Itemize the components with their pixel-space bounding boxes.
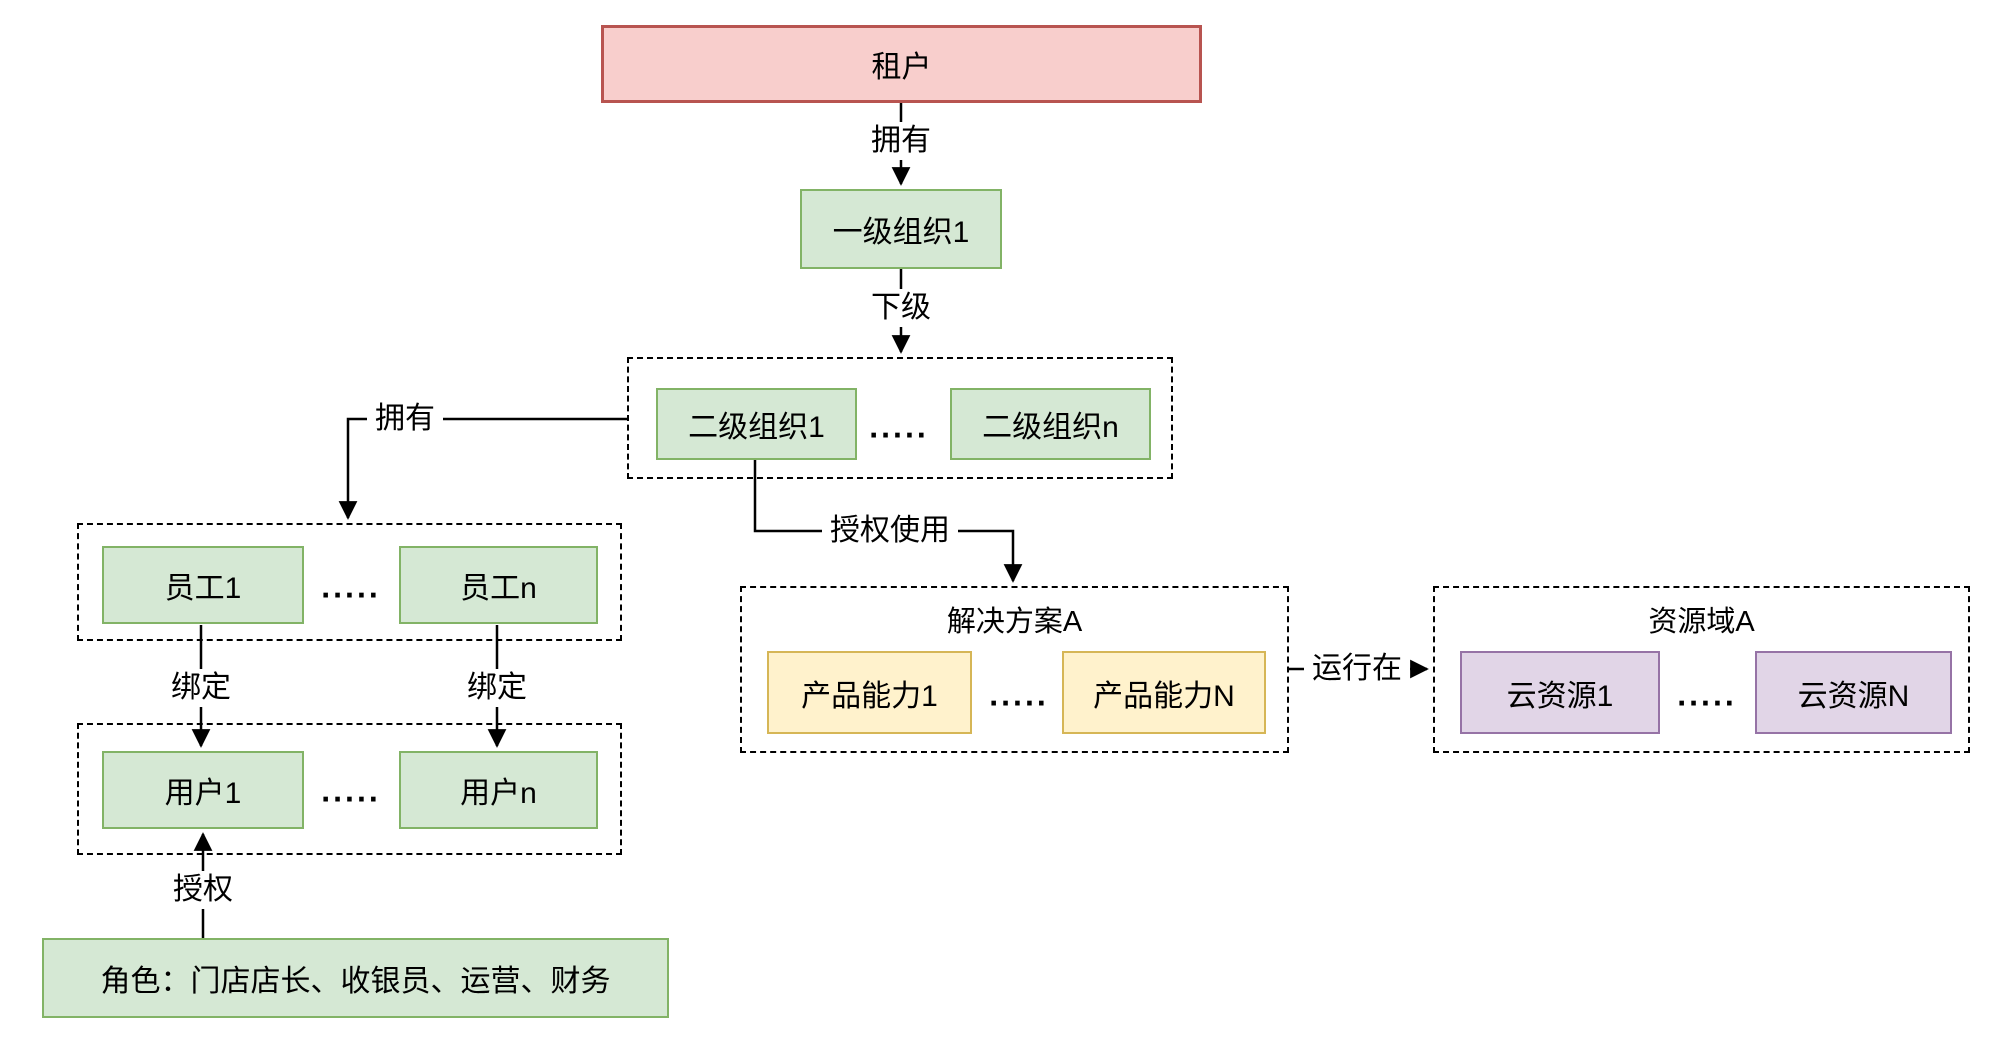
level2-orgs-ellipsis: ..... [869,408,929,445]
edge-label-subordinate: 下级 [863,289,939,327]
users-group: 用户1 ..... 用户n [77,723,622,855]
level2-orgs-group: 二级组织1 ..... 二级组织n [627,357,1173,479]
solution-group: 解决方案A 产品能力1 ..... 产品能力N [740,586,1289,753]
resource-domain-group: 资源域A 云资源1 ..... 云资源N [1433,586,1970,753]
level1-org-node: 一级组织1 [800,189,1002,269]
users-ellipsis: ..... [321,772,381,809]
resource-domain-title: 资源域A [1648,606,1755,638]
employees-ellipsis: ..... [321,568,381,605]
edge-label-bind-first: 绑定 [163,669,239,707]
roles-node: 角色：门店店长、收银员、运营、财务 [42,938,669,1018]
edge-label-authorize: 授权 [165,871,241,909]
user-first-node: 用户1 [102,751,304,829]
solution-title: 解决方案A [946,606,1083,638]
product-last-node: 产品能力N [1062,651,1266,734]
tenant-node: 租户 [601,25,1202,103]
employees-group: 员工1 ..... 员工n [77,523,622,641]
resource-domain-ellipsis: ..... [1677,676,1737,713]
cloud-resource-first-node: 云资源1 [1460,651,1660,734]
edge-label-authorized-use: 授权使用 [822,512,958,550]
edge-label-bind-last: 绑定 [459,669,535,707]
solution-ellipsis: ..... [989,676,1049,713]
level2-org-first-node: 二级组织1 [656,388,857,460]
edge-label-runs-on: 运行在 [1304,650,1410,688]
user-last-node: 用户n [399,751,598,829]
edge-label-owns-left: 拥有 [367,400,443,438]
cloud-resource-last-node: 云资源N [1755,651,1952,734]
level2-org-last-node: 二级组织n [950,388,1151,460]
product-first-node: 产品能力1 [767,651,972,734]
edge-label-owns-top: 拥有 [863,122,939,160]
employee-last-node: 员工n [399,546,598,624]
employee-first-node: 员工1 [102,546,304,624]
